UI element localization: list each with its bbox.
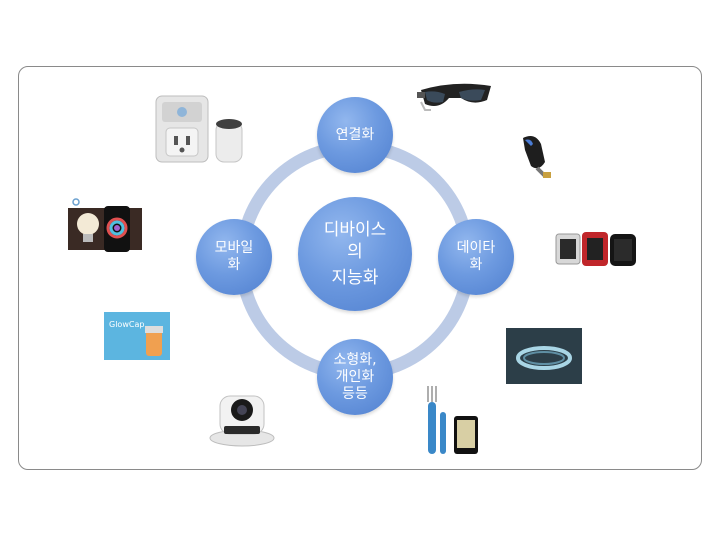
node-connectivity-label: 연결화 (335, 126, 375, 143)
node-mobile-label-line1: 모바일 (214, 240, 254, 256)
center-node: 디바이스 의 지능화 (298, 197, 412, 311)
node-miniaturization-label-line3: 등등 (342, 385, 368, 402)
node-connectivity: 연결화 (317, 97, 393, 173)
node-data: 데이타 화 (438, 219, 514, 295)
node-miniaturization: 소형화, 개인화 등등 (317, 339, 393, 415)
smartwatch-image (555, 232, 636, 266)
node-data-label-line1: 데이타 (456, 240, 496, 256)
glowcap-image: GlowCap (104, 312, 170, 360)
glowcap-label: GlowCap (109, 320, 144, 329)
center-label-line2: 의 (347, 242, 363, 262)
node-miniaturization-label-line2: 개인화 (335, 368, 375, 385)
center-label-line3: 지능화 (331, 268, 379, 288)
node-data-label-line2: 화 (469, 257, 483, 273)
smart-bulb-phone-image (68, 198, 142, 252)
fitness-band-image (506, 328, 582, 384)
dongle-image (523, 136, 551, 178)
smart-plug-image (155, 95, 243, 163)
ip-camera-image (209, 395, 275, 447)
smart-fork-phone-image (427, 386, 478, 454)
node-mobile: 모바일 화 (196, 219, 272, 295)
smart-glasses-image (417, 83, 491, 111)
node-mobile-label-line2: 화 (227, 257, 241, 273)
node-miniaturization-label-line1: 소형화, (333, 351, 377, 368)
center-label-line1: 디바이스 (323, 220, 387, 240)
